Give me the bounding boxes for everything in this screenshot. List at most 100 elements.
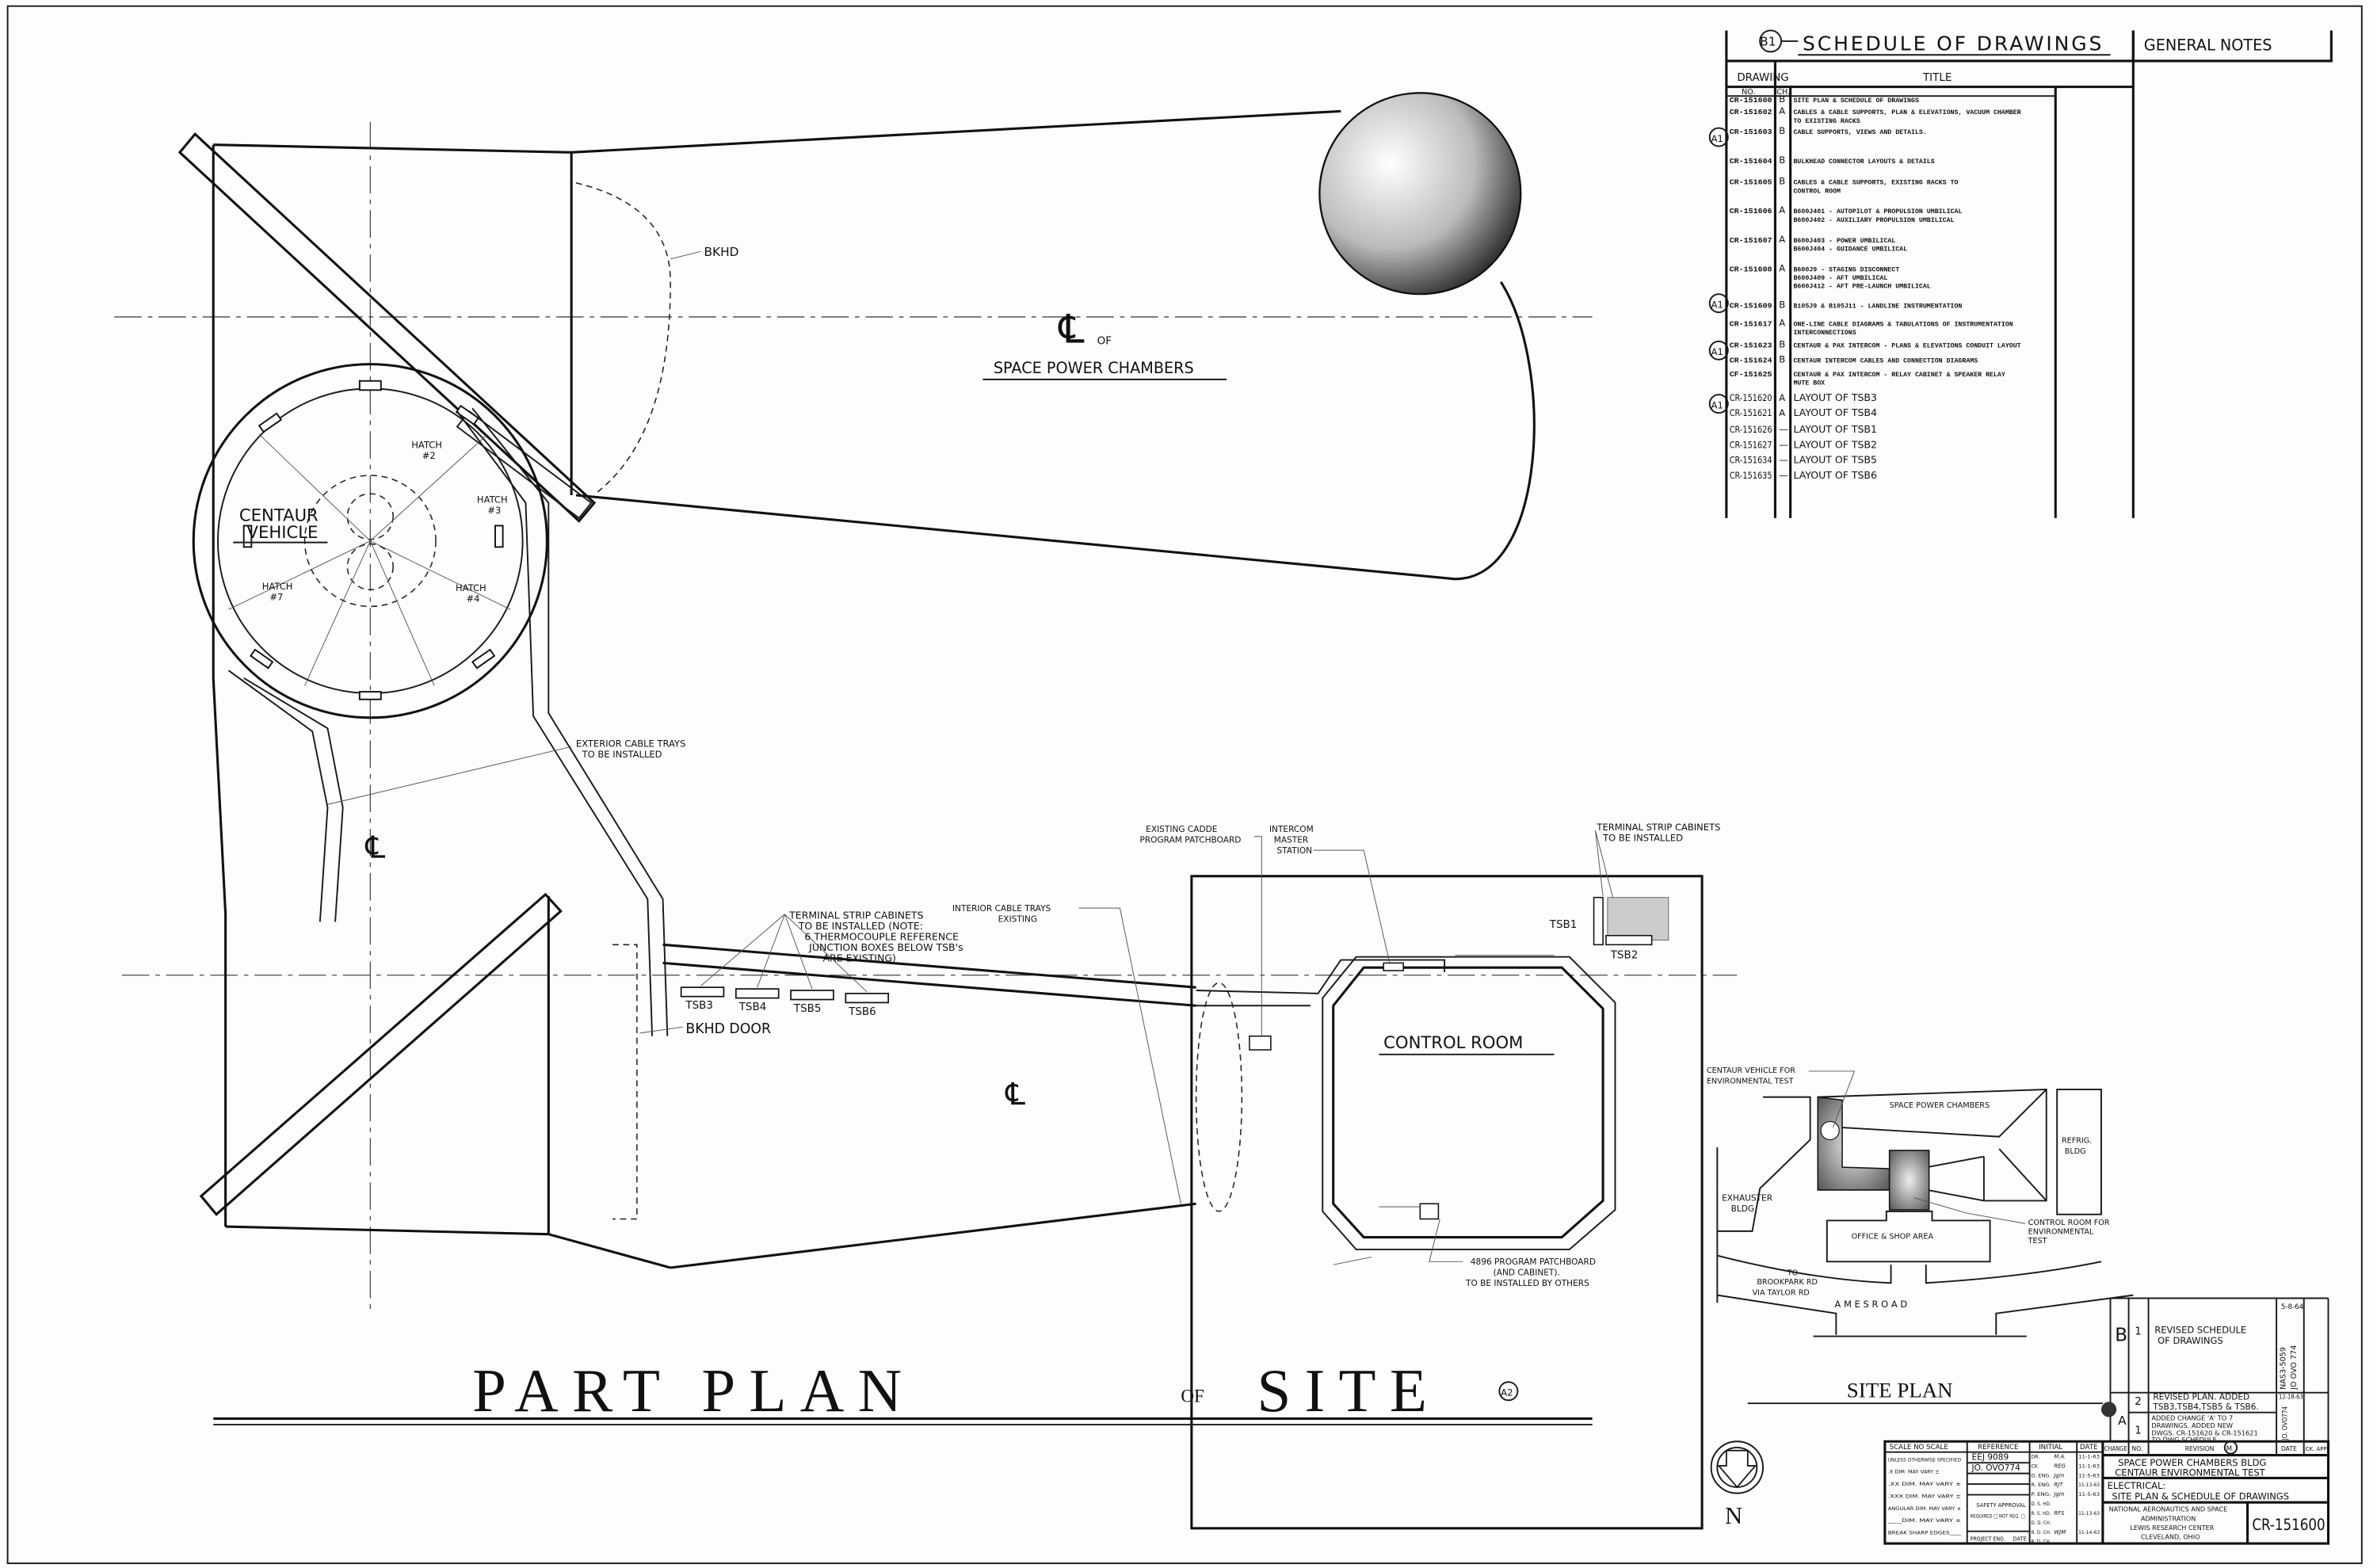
- patchboard-note-2: (AND CABINET).: [1494, 1269, 1560, 1278]
- drawing-number: CR-151627: [1730, 439, 1772, 450]
- rev-desc: REVISED SCHEDULE: [2154, 1325, 2246, 1336]
- tolerance-line: ____DIM. MAY VARY ±: [1887, 1517, 1961, 1524]
- rev-desc: REVISED PLAN. ADDED: [2153, 1392, 2249, 1402]
- site-spc-label: SPACE POWER CHAMBERS: [1890, 1101, 1990, 1110]
- drawing-title: LAYOUT OF TSB6: [1793, 469, 1877, 481]
- drawing-title: B600J403 - POWER UMBILICAL: [1793, 238, 1895, 245]
- schedule-row: CR-151635—LAYOUT OF TSB6: [1730, 469, 1877, 481]
- signoff-initial: REG: [2054, 1463, 2066, 1469]
- drawing-title: CENTAUR & PAX INTERCOM - PLANS & ELEVATI…: [1793, 342, 2020, 349]
- part-plan-title: PART PLAN: [472, 1356, 915, 1425]
- tolerance-line: .XXX DIM. MAY VARY ±: [1888, 1493, 1961, 1499]
- exterior-cable-trays-label-2: TO BE INSTALLED: [582, 749, 662, 760]
- signoff-initial: RJT: [2054, 1482, 2063, 1488]
- change-letter: A: [1779, 105, 1785, 116]
- drawing-title: INTERCONNECTIONS: [1793, 330, 1856, 337]
- drawing-title: B600J402 - AUXILIARY PROPULSION UMBILICA…: [1793, 217, 1954, 224]
- site-refrig-bldg: [2056, 1089, 2102, 1215]
- terminal-strip-cr-label-2: TO BE INSTALLED: [1602, 833, 1683, 844]
- intercom-label-3: STATION: [1277, 846, 1313, 856]
- rev-header-no: NO.: [2131, 1445, 2142, 1452]
- change-letter: —: [1779, 455, 1788, 466]
- site-plan: CENTAUR VEHICLE FOR ENVIRONMENTAL TEST S…: [1707, 1066, 2134, 1405]
- change-letter: —: [1779, 470, 1788, 481]
- signoff-role: P. ENG.: [2031, 1492, 2051, 1497]
- hatch-7-label: HATCH: [262, 581, 293, 592]
- drawing-number: CR-151620: [1730, 392, 1772, 403]
- tsb4-label: TSB4: [738, 1001, 767, 1013]
- site-control-room: [1888, 1150, 1930, 1211]
- drawing-number: CR-151600: [2252, 1516, 2325, 1534]
- terminal-strip-note-3: 6 THERMOCOUPLE REFERENCE: [804, 931, 959, 943]
- org-line: ADMINISTRATION: [2141, 1515, 2196, 1522]
- rev-marker: A1: [1711, 133, 1723, 144]
- hatch-7-number: #7: [269, 592, 283, 603]
- drawing-title: LAYOUT OF TSB5: [1793, 454, 1876, 466]
- drawing-number: CR-151624: [1730, 357, 1772, 365]
- change-letter: B: [1779, 299, 1785, 310]
- drawing-title: CABLES & CABLE SUPPORTS, EXISTING RACKS …: [1793, 180, 1958, 187]
- site-exhauster-label-2: BLDG: [1731, 1204, 1754, 1214]
- centaur-vehicle-outline: [303, 475, 437, 608]
- project-line-2: CENTAUR ENVIRONMENTAL TEST: [2115, 1467, 2265, 1478]
- scale-label: SCALE NO SCALE: [1890, 1444, 1948, 1452]
- drawing-number: CR-151605: [1730, 178, 1772, 187]
- revision-block: B 1 REVISED SCHEDULE OF DRAWINGS 5-8-64 …: [2100, 1297, 2329, 1444]
- schedule-row: CR-151634—LAYOUT OF TSB5: [1730, 454, 1877, 466]
- site-to-label: TO: [1787, 1269, 1799, 1278]
- drawing-title: B600J401 - AUTOPILOT & PROPULSION UMBILI…: [1793, 208, 1962, 216]
- drawing-title: B105J9 & B105J11 - LANDLINE INSTRUMENTAT…: [1793, 303, 1962, 310]
- lower-chamber-outline: [225, 895, 1196, 1269]
- revision-marker: A2: [1501, 1387, 1513, 1398]
- rev-ref: JO OVO 774: [2290, 1345, 2299, 1391]
- schedule-of-drawings: B1 SCHEDULE OF DRAWINGS DRAWING TITLE NO…: [1708, 29, 2135, 518]
- centaur-vehicle-label: CENTAUR: [239, 505, 319, 525]
- hatch-2-label: HATCH: [411, 439, 442, 450]
- change-letter: A: [1779, 318, 1785, 329]
- signoff-role: D. S. HD.: [2031, 1501, 2051, 1507]
- rev-desc: TO DWG SCHEDULE.: [2150, 1436, 2219, 1444]
- signoff-role: R. S. HD.: [2031, 1511, 2051, 1516]
- rev-change: B: [2115, 1325, 2127, 1345]
- rev-desc: TSB3,TSB4,TSB5 & TSB6.: [2152, 1402, 2259, 1412]
- drawing-title: TO EXISTING RACKS: [1793, 118, 1860, 125]
- rev-ref: JO. OVO774: [2282, 1406, 2290, 1441]
- site-refrig-label: REFRIG.: [2062, 1136, 2092, 1145]
- tsb6-label: TSB6: [848, 1006, 876, 1018]
- drawing-number: CR-151603: [1730, 128, 1772, 136]
- change-letter: A: [1779, 234, 1785, 245]
- drawing-number: CR-151604: [1730, 157, 1772, 166]
- drawing-title: CONTROL ROOM: [1793, 188, 1840, 195]
- signoff-initial: RFS: [2054, 1510, 2065, 1516]
- terminal-strip-note-4: JUNCTION BOXES BELOW TSB's: [808, 941, 963, 953]
- project-date-label: DATE: [2013, 1536, 2026, 1542]
- col-drawing: DRAWING: [1737, 72, 1788, 84]
- signoff-date: 11-5-63: [2078, 1492, 2100, 1497]
- rev-date: 5-8-64: [2281, 1303, 2304, 1311]
- tolerance-line: ANGULAR DIM. MAY VARY ±: [1888, 1505, 1961, 1512]
- space-power-chamber-outline: [212, 109, 1536, 1227]
- tsb2-label: TSB2: [1610, 950, 1639, 962]
- control-room-enclosure: [1190, 875, 1704, 1530]
- col-no: NO.: [1742, 88, 1755, 97]
- program-patchboard-cabinet: [1419, 1203, 1440, 1220]
- signoff-role: CK.: [2031, 1463, 2039, 1469]
- site-brookpark-label: BROOKPARK RD: [1757, 1278, 1818, 1287]
- site-control-room-label-3: TEST: [2028, 1237, 2047, 1246]
- site-exhauster-label: EXHAUSTER: [1722, 1193, 1773, 1203]
- rev-header-date: DATE: [2281, 1445, 2297, 1452]
- title-block: SCALE NO SCALE UNLESS OTHERWISE SPECIFIE…: [1883, 1440, 2330, 1545]
- signoff-date: 11-14-63: [2078, 1530, 2100, 1536]
- space-power-chambers-label: SPACE POWER CHAMBERS: [994, 359, 1194, 377]
- change-letter: B: [1779, 125, 1785, 136]
- site-refrig-label-2: BLDG: [2065, 1147, 2086, 1156]
- rev-no: 2: [2135, 1396, 2142, 1408]
- bulkhead-dashed: [575, 182, 671, 493]
